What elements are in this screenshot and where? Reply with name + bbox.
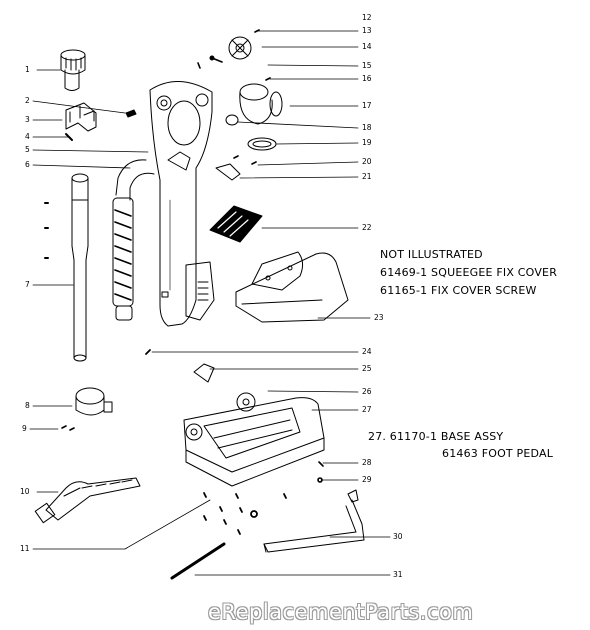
part-label-7: 7: [25, 280, 30, 289]
base-screws: [203, 492, 287, 535]
part-label-18: 18: [362, 123, 372, 132]
part-21-latch: [215, 163, 241, 181]
part-label-9: 9: [22, 424, 27, 433]
part-label-2: 2: [25, 96, 30, 105]
part-7-wand: [71, 173, 89, 362]
part-30-foot-pedal: [263, 489, 365, 553]
not-illustrated-line-2: 61165-1 FIX COVER SCREW: [380, 284, 537, 297]
part-label-1: 1: [25, 65, 30, 74]
part-label-16: 16: [362, 74, 372, 83]
part-10-belt-brushroll: [34, 477, 141, 524]
part-8-cord-hook: [75, 387, 113, 416]
part-label-6: 6: [25, 160, 30, 169]
part-24-screw: [145, 349, 151, 355]
foot-pedal-note: 61463 FOOT PEDAL: [442, 447, 554, 460]
part-label-27: 27: [362, 405, 372, 414]
part-label-22: 22: [362, 223, 372, 232]
part-label-5: 5: [25, 145, 30, 154]
part-label-25: 25: [362, 364, 372, 373]
part-label-13: 13: [362, 26, 372, 35]
part-label-31: 31: [393, 570, 403, 579]
wand-screws: [44, 202, 49, 259]
part-label-24: 24: [362, 347, 372, 356]
part-label-8: 8: [25, 401, 30, 410]
part-2-clip-screw: [125, 109, 137, 118]
part-label-26: 26: [362, 387, 372, 396]
part-16-screw: [265, 77, 271, 81]
part-label-30: 30: [393, 532, 403, 541]
part-5-handle-body: [149, 81, 215, 327]
part-label-21: 21: [362, 172, 372, 181]
part-label-3: 3: [25, 115, 30, 124]
part-15-axle: [209, 55, 223, 63]
part-9-screws: [61, 425, 75, 431]
part-22-filter: [209, 205, 263, 243]
part-label-12: 12: [362, 13, 372, 22]
part-label-28: 28: [362, 458, 372, 467]
part-label-11: 11: [20, 544, 30, 553]
part-17-elbow: [239, 83, 283, 125]
part-label-15: 15: [362, 61, 372, 70]
part-label-20: 20: [362, 157, 372, 166]
part-3-cord-clip: [65, 102, 97, 132]
part-14-wheel: [228, 36, 252, 60]
part-19-ring: [247, 137, 277, 151]
part-label-23: 23: [374, 313, 384, 322]
part-27-base: [183, 397, 325, 487]
part-label-10: 10: [20, 487, 30, 496]
part-12-clip: [197, 62, 201, 69]
part-26-wheels: [185, 392, 256, 441]
part-label-17: 17: [362, 101, 372, 110]
not-illustrated-heading: NOT ILLUSTRATED: [380, 248, 483, 261]
part-23-cover: [235, 251, 349, 323]
part-31-rod: [170, 542, 226, 580]
part-20-screw: [233, 155, 257, 165]
leader-lines: [29, 30, 391, 576]
not-illustrated-line-1: 61469-1 SQUEEGEE FIX COVER: [380, 266, 558, 279]
part-25-bracket: [193, 363, 215, 383]
part-label-29: 29: [362, 475, 372, 484]
part-1-nozzle: [60, 49, 86, 91]
part-28-29-screws: [317, 461, 324, 483]
part-label-14: 14: [362, 42, 372, 51]
part-label-19: 19: [362, 138, 372, 147]
watermark: eReplacementParts.com: [208, 600, 474, 624]
part-4-screw: [65, 133, 73, 141]
part-18-seal: [225, 114, 239, 126]
part-6-hose: [112, 159, 155, 321]
part-label-4: 4: [25, 132, 30, 141]
part-13-screw: [254, 29, 260, 33]
base-assy-note: 27. 61170-1 BASE ASSY: [368, 430, 504, 443]
